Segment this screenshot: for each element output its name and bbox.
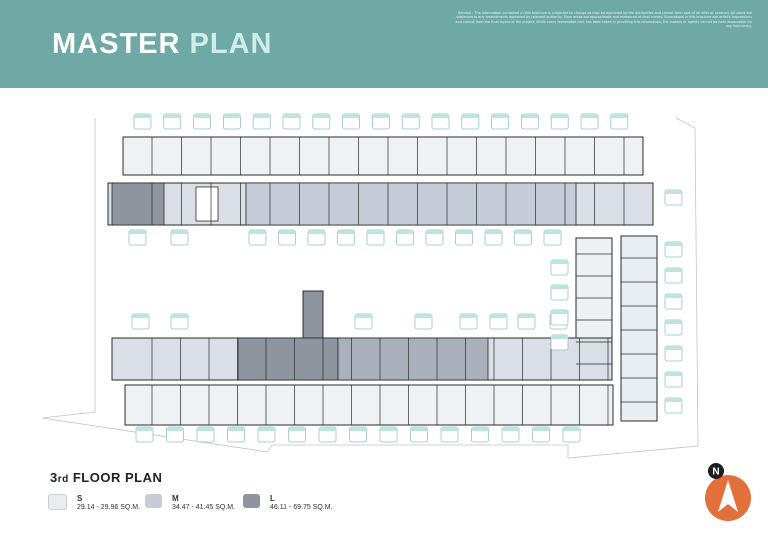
unit-tag: [489, 313, 508, 330]
unit-tag: [170, 229, 189, 246]
unit-tag: [257, 426, 276, 443]
title-master: MASTER: [52, 28, 181, 60]
unit-tag: [401, 113, 420, 130]
unit-tag: [278, 229, 296, 246]
unit-tag: [562, 426, 581, 443]
unit-tag: [664, 189, 683, 206]
unit-tag: [461, 113, 480, 130]
unit-tag: [227, 426, 245, 443]
unit-tag: [128, 229, 147, 246]
floor-plan-drawing: [41, 113, 699, 459]
unit-tag: [664, 371, 683, 388]
unit-tag: [664, 241, 683, 258]
unit-tag: [532, 426, 550, 443]
top-wing-units: [122, 136, 644, 176]
unit-tag: [342, 113, 361, 130]
floor-suffix: rd: [57, 474, 69, 485]
unit-tag: [248, 229, 267, 246]
unit-tag: [664, 345, 683, 362]
tower-core: [302, 290, 324, 340]
top-wing-stair: [195, 186, 219, 222]
unit-tag: [379, 426, 398, 443]
unit-tag: [425, 229, 444, 246]
right-wing-right: [620, 235, 658, 422]
legend-range-s: 29.14 - 29.96 SQ.M.: [77, 504, 141, 511]
unit-tag: [312, 113, 331, 130]
unit-tag: [318, 426, 337, 443]
unit-tag: [371, 113, 390, 130]
unit-tag: [440, 426, 459, 443]
unit-tag: [131, 313, 150, 330]
unit-tag: [307, 229, 326, 246]
unit-tag: [354, 313, 373, 330]
unit-tag: [501, 426, 520, 443]
unit-tag: [410, 426, 428, 443]
unit-tag: [366, 229, 385, 246]
unit-tag: [135, 426, 154, 443]
unit-tag: [455, 229, 473, 246]
floor-number: 3: [50, 470, 58, 485]
unit-tag: [459, 313, 478, 330]
bottom-wing-units: [124, 384, 614, 426]
disclaimer-text: Remark : The information contained in th…: [455, 11, 753, 29]
legend-key-m: M: [172, 494, 179, 503]
unit-tag: [664, 397, 683, 414]
unit-tag: [664, 267, 683, 284]
unit-tag: [471, 426, 489, 443]
legend-key-l: L: [270, 494, 275, 503]
unit-tag: [664, 319, 683, 336]
legend-range-l: 46.11 - 69.75 SQ.M.: [270, 504, 333, 511]
unit-tag: [396, 229, 414, 246]
unit-tag: [580, 113, 599, 130]
legend-key-s: S: [77, 494, 83, 503]
unit-tag: [163, 113, 182, 130]
legend-range-m: 34.47 - 41.45 SQ.M.: [172, 504, 236, 511]
unit-tag: [491, 113, 510, 130]
unit-tag: [196, 426, 215, 443]
unit-tag: [337, 229, 355, 246]
site-boundary: [41, 117, 699, 459]
unit-tag: [550, 334, 569, 351]
unit-tag: [282, 113, 301, 130]
unit-tag: [514, 229, 532, 246]
unit-tag: [521, 113, 539, 130]
unit-tag: [431, 113, 450, 130]
legend-swatch-l: [243, 494, 260, 508]
north-compass-icon: N: [705, 463, 751, 521]
unit-tag: [550, 309, 569, 326]
unit-tag: [543, 229, 562, 246]
unit-tag: [550, 113, 569, 130]
bottom-wing-mid-block: [337, 337, 489, 381]
unit-tag: [170, 313, 189, 330]
top-wing-large-block: [111, 182, 165, 226]
unit-tag: [610, 113, 629, 130]
title-plan: PLAN: [189, 28, 273, 60]
unit-tag: [517, 313, 536, 330]
unit-tag: [252, 113, 271, 130]
unit-tag: [288, 426, 306, 443]
floor-plan-label: 3rd FLOOR PLAN: [50, 470, 162, 485]
unit-tag: [550, 284, 569, 301]
unit-tag: [193, 113, 212, 130]
floor-text: FLOOR PLAN: [68, 470, 163, 485]
unit-tag: [664, 293, 683, 310]
unit-tag: [484, 229, 503, 246]
unit-tag: [222, 113, 241, 130]
unit-tag: [349, 426, 367, 443]
top-wing-mid-block: [245, 182, 577, 226]
legend-swatch-m: [145, 494, 162, 508]
unit-tags: [128, 113, 683, 443]
unit-tag: [133, 113, 152, 130]
page-title: MASTER PLAN: [52, 28, 272, 61]
unit-tag: [166, 426, 184, 443]
legend-swatch-s: [48, 494, 67, 510]
header-banner: MASTER PLAN Remark : The information con…: [0, 0, 768, 88]
unit-tag: [414, 313, 433, 330]
unit-tag: [550, 259, 569, 276]
unit-walls: [151, 137, 657, 425]
compass-label: N: [712, 467, 719, 478]
